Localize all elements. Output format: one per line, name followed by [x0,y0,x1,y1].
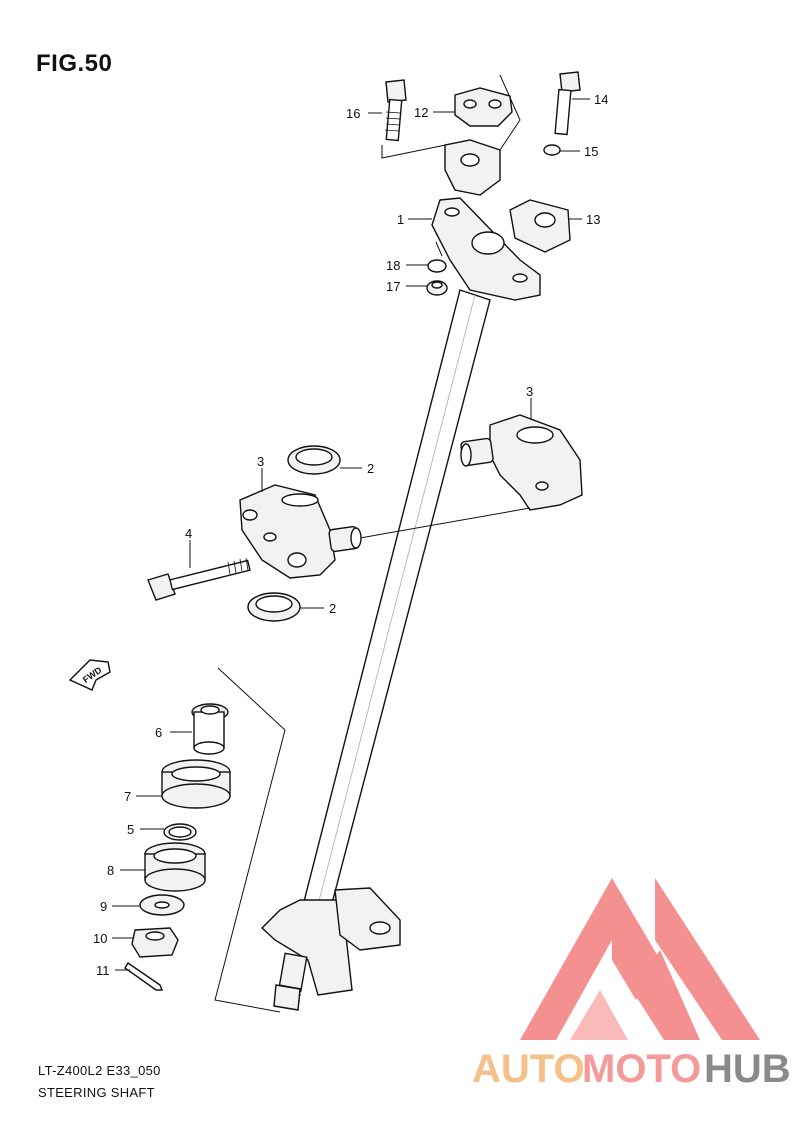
lower-parts-box [214,667,286,1013]
callout-2-lower: 2 [329,601,336,616]
oil-seal-7 [161,759,231,809]
callout-3-front: 3 [257,454,264,469]
o-ring-5 [163,823,197,841]
callout-8: 8 [107,863,114,878]
watermark-auto: AUTO [472,1047,585,1091]
callout-12: 12 [414,105,428,120]
watermark-hub: HUB [704,1047,791,1091]
watermark-text: AUTO MOTO HUB [472,1047,791,1091]
callout-9: 9 [100,899,107,914]
fwd-arrow: FWD [68,659,111,691]
callout-18: 18 [386,258,400,273]
callout-1: 1 [397,212,404,227]
callout-7: 7 [124,789,131,804]
bushing-upper [287,445,341,475]
steering-shaft [260,289,491,1011]
cotter-pin-11 [124,962,164,991]
callout-3-rear: 3 [526,384,533,399]
figure-title: FIG.50 [36,50,113,77]
model-code: LT-Z400L2 E33_050 [38,1063,161,1078]
section-name: STEERING SHAFT [38,1085,155,1100]
watermark-logo [520,878,760,1040]
callout-5: 5 [127,822,134,837]
callouts: 16 12 14 15 1 13 18 17 3 2 3 4 2 [93,92,608,978]
callout-11: 11 [96,963,110,978]
nut-10 [131,927,179,958]
callout-4: 4 [185,526,192,541]
washer-9 [139,894,185,916]
bearing-8 [144,842,206,892]
bushing-lower [247,592,301,622]
spacer-6 [191,703,229,755]
callout-13: 13 [586,212,600,227]
callout-10: 10 [93,931,107,946]
callout-17: 17 [386,279,400,294]
callout-15: 15 [584,144,598,159]
callout-6: 6 [155,725,162,740]
callout-2-upper: 2 [367,461,374,476]
callout-14: 14 [594,92,608,107]
bolt-4 [147,557,251,601]
upper-clamp-assembly [381,71,581,301]
shaft-holder-rear [460,414,583,511]
callout-16: 16 [346,106,360,121]
shaft-holder-front [239,484,362,579]
watermark-moto: MOTO [582,1047,701,1091]
